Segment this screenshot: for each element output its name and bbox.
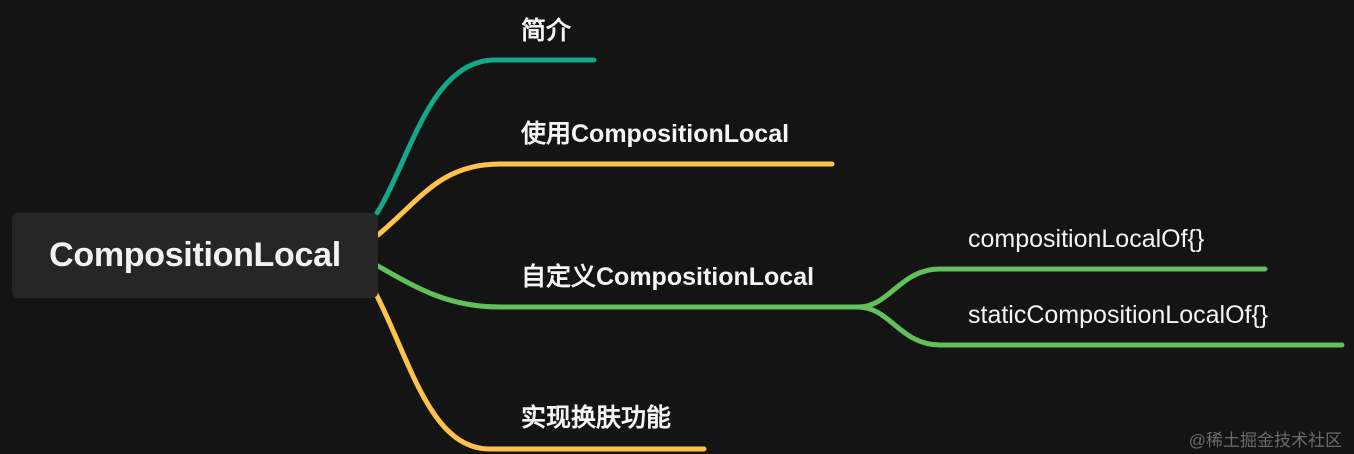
node-custom[interactable]: 自定义CompositionLocal	[521, 263, 815, 291]
connector-static-composition-local-of	[855, 304, 1345, 348]
connector-composition-local-of	[855, 266, 1268, 310]
root-node-label: CompositionLocal	[49, 236, 341, 274]
connector-skin	[373, 291, 707, 452]
node-skin[interactable]: 实现换肤功能	[521, 404, 672, 432]
node-usage[interactable]: 使用CompositionLocal	[521, 120, 790, 148]
connector-custom	[375, 263, 861, 310]
connector-usage	[375, 161, 835, 238]
node-static-composition-local-of[interactable]: staticCompositionLocalOf{}	[968, 301, 1269, 329]
node-intro[interactable]: 简介	[521, 17, 572, 45]
node-composition-local-of[interactable]: compositionLocalOf{}	[968, 225, 1205, 253]
connector-intro	[374, 57, 597, 216]
watermark: @稀土掘金技术社区	[1188, 431, 1342, 450]
root-node[interactable]: CompositionLocal	[12, 213, 378, 298]
